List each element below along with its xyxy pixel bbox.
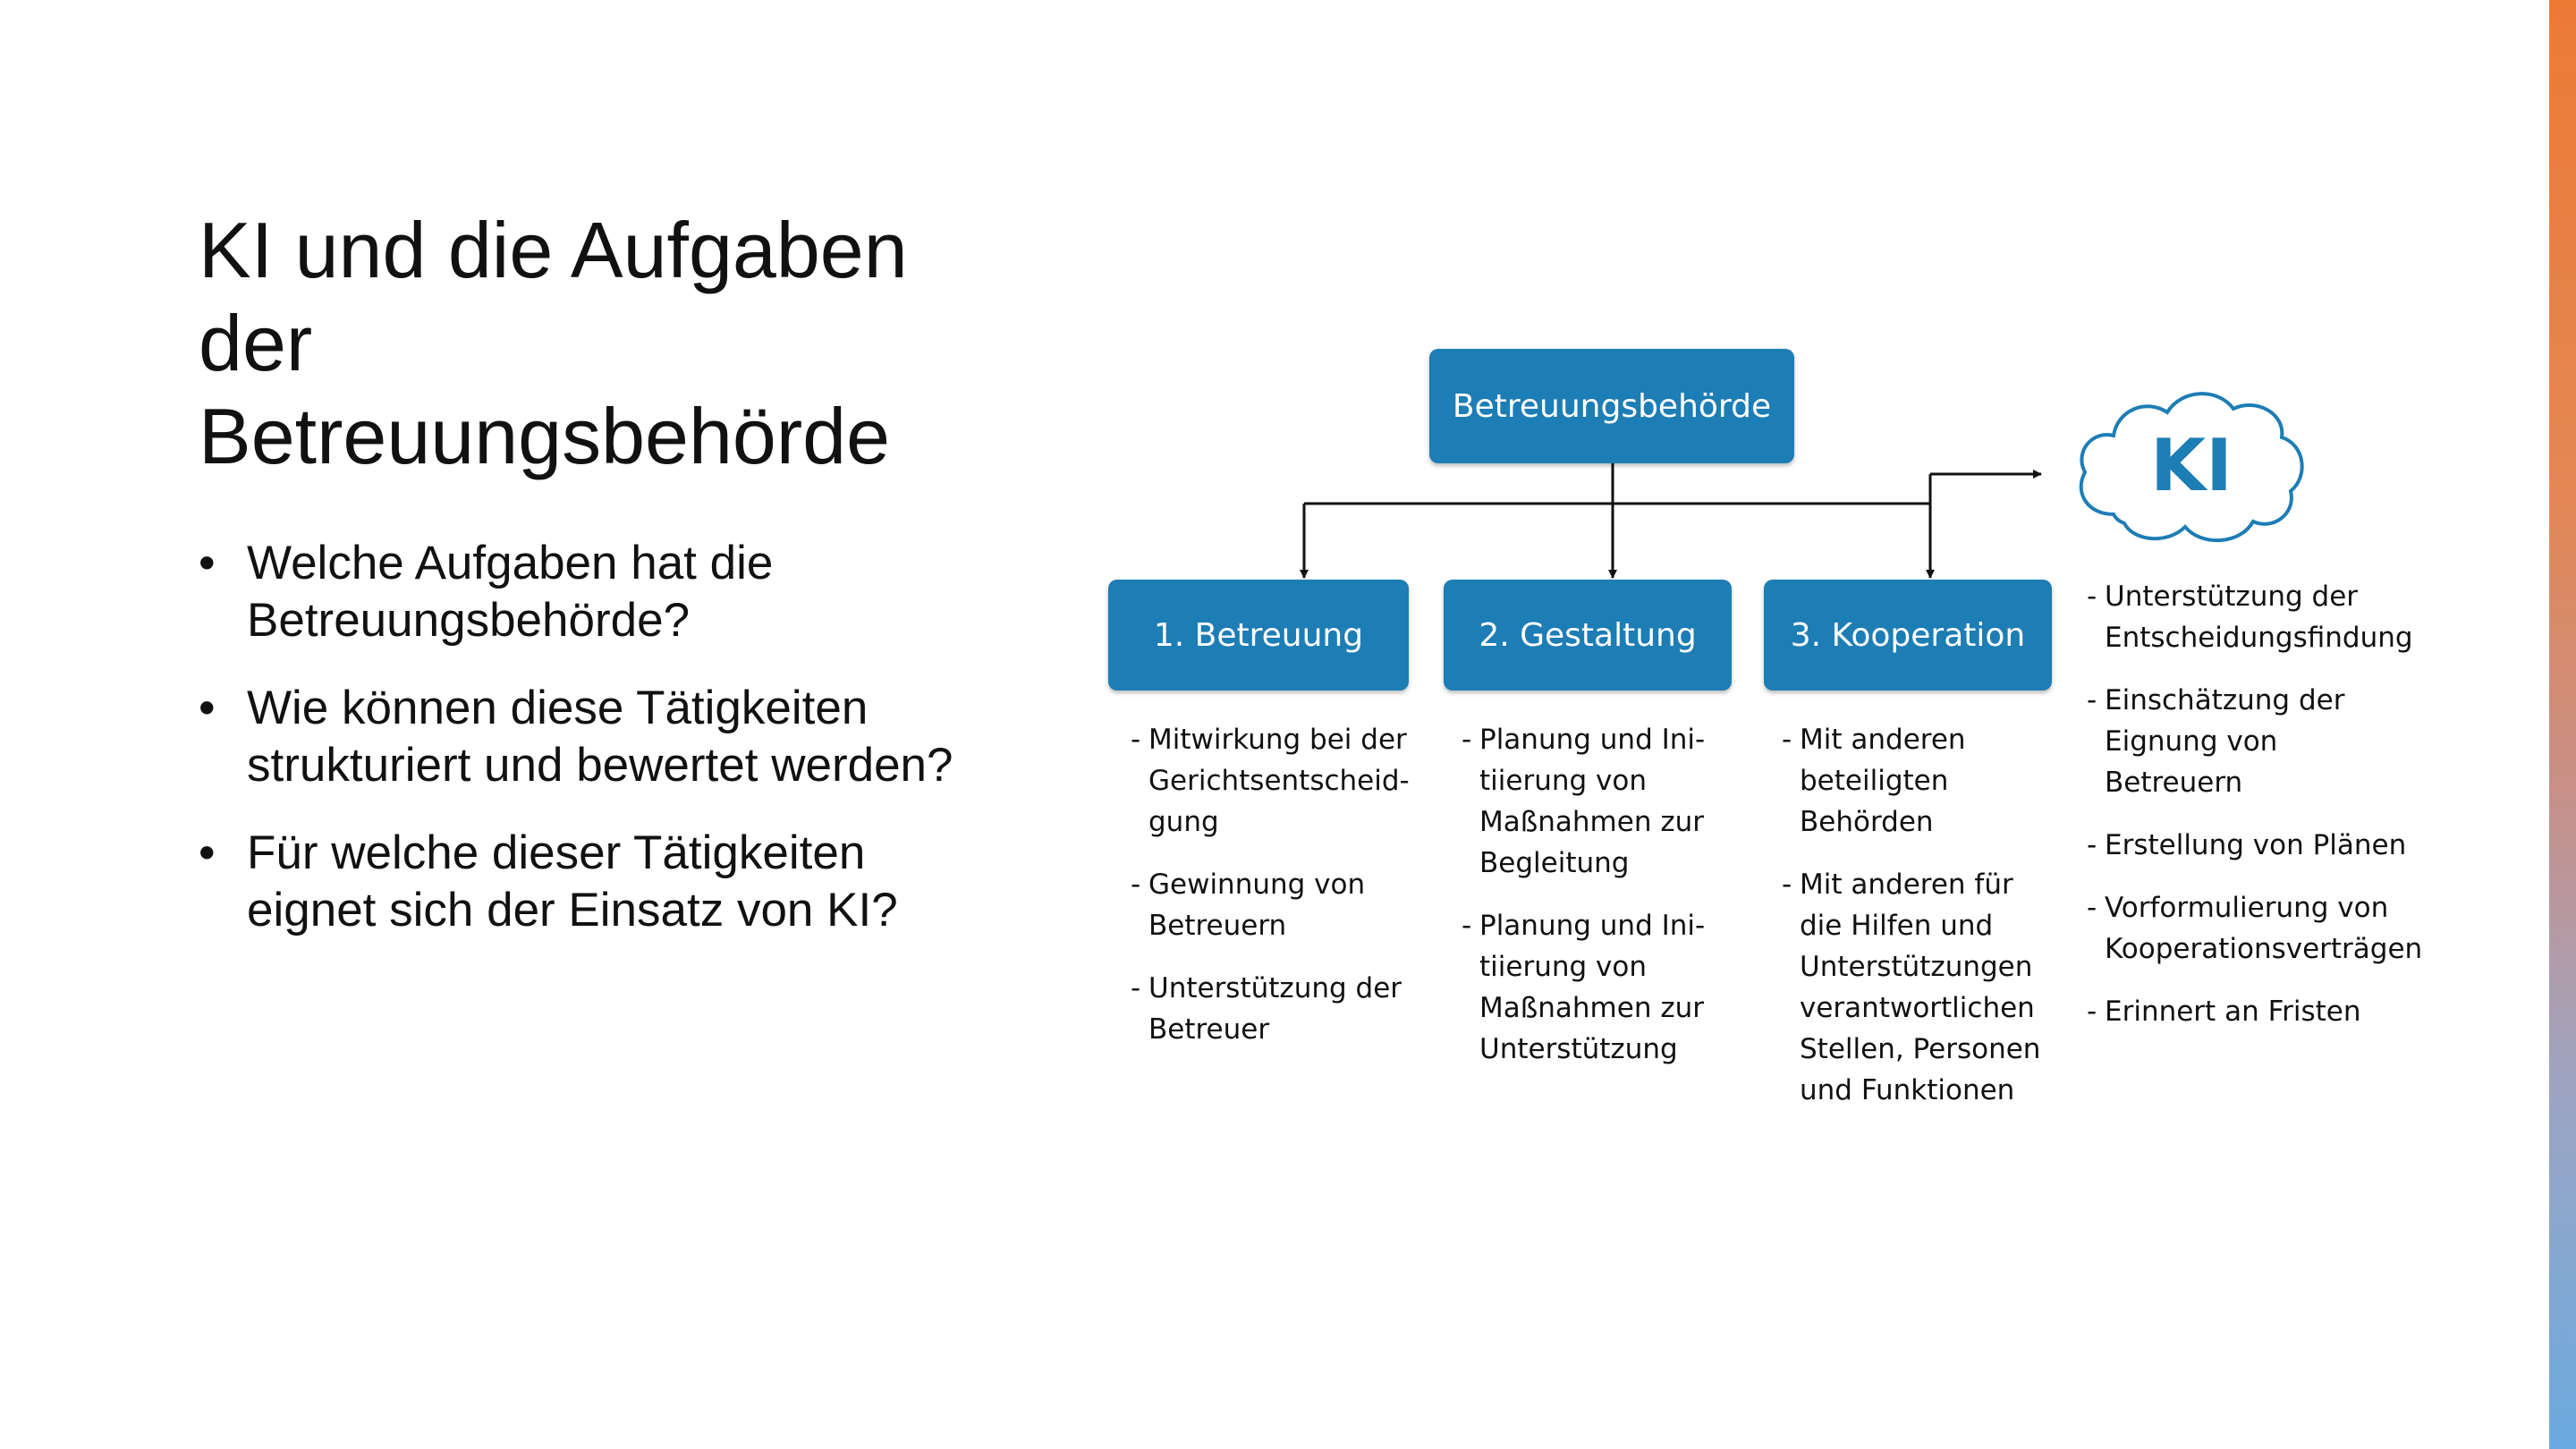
list-item: -Mit anderen für die Hilfen und Unterstü… (1782, 864, 2050, 1111)
list-item: -Mit anderen beteiligten Behörden (1782, 719, 2050, 843)
list-item: -Planung und Ini-tiierung von Maßnahmen … (1462, 905, 1730, 1070)
accent-gradient-bar (2549, 0, 2576, 1449)
root-box: Betreuungsbehörde (1429, 349, 1794, 463)
question-item: • Welche Aufgaben hat die Betreuungsbehör… (199, 535, 1004, 649)
category-box-kooperation: 3. Kooperation (1764, 580, 2052, 691)
cloud-icon (2079, 392, 2304, 543)
ki-support-list: -Unterstützung der Entscheidungsfindung … (2087, 576, 2422, 1054)
list-item: -Vorformulierung von Kooperationsverträg… (2087, 887, 2422, 970)
kooperation-task-list: -Mit anderen beteiligten Behörden -Mit a… (1782, 719, 2050, 1132)
question-list: • Welche Aufgaben hat die Betreuungsbehör… (199, 535, 1004, 970)
ki-label: KI (2150, 423, 2233, 507)
list-item: -Planung und Ini-tiierung von Maßnahmen … (1462, 719, 1730, 884)
dash-icon: - (2087, 829, 2097, 861)
dash-icon: - (1462, 724, 1472, 756)
list-item: -Erstellung von Plänen (2087, 825, 2409, 866)
bullet-icon: • (199, 826, 216, 879)
slide-title: KI und die Aufgaben der Betreuungsbehörd… (199, 206, 908, 480)
list-item: -Gewinnung von Betreuern (1131, 864, 1426, 946)
list-item: -Mitwirkung bei der Gerichtsentscheid-gu… (1131, 719, 1426, 843)
question-item: • Für welche dieser Tätigkeiten eignet si… (199, 825, 1004, 939)
dash-icon: - (1131, 972, 1141, 1004)
list-item: -Einschätzung der Eignung von Betreuern (2087, 680, 2409, 803)
dash-icon: - (2087, 684, 2097, 716)
list-item: -Unterstützung der Entscheidungsfindung (2087, 576, 2413, 658)
question-item: • Wie können diese Tätigkeiten strukturie… (199, 680, 1004, 794)
list-item: -Unterstützung der Betreuer (1131, 968, 1426, 1050)
category-box-betreuung: 1. Betreuung (1108, 580, 1409, 691)
dash-icon: - (1131, 724, 1141, 756)
question-text: Wie können diese Tätigkeiten strukturier… (247, 682, 953, 792)
list-item: -Erinnert an Fristen (2087, 991, 2409, 1032)
bullet-icon: • (199, 537, 216, 589)
category-box-gestaltung: 2. Gestaltung (1444, 580, 1732, 691)
dash-icon: - (2087, 892, 2097, 924)
dash-icon: - (2087, 580, 2097, 613)
question-text: Welche Aufgaben hat die Betreuungsbehörd… (247, 537, 774, 647)
dash-icon: - (1462, 910, 1472, 942)
dash-icon: - (1782, 724, 1792, 756)
gestaltung-task-list: -Planung und Ini-tiierung von Maßnahmen … (1462, 719, 1730, 1091)
betreuung-task-list: -Mitwirkung bei der Gerichtsentscheid-gu… (1131, 719, 1426, 1072)
ki-cloud: KI (2071, 380, 2312, 550)
dash-icon: - (2087, 996, 2097, 1028)
dash-icon: - (1782, 869, 1792, 901)
dash-icon: - (1131, 869, 1141, 901)
question-text: Für welche dieser Tätigkeiten eignet sic… (247, 826, 898, 936)
bullet-icon: • (199, 682, 216, 734)
